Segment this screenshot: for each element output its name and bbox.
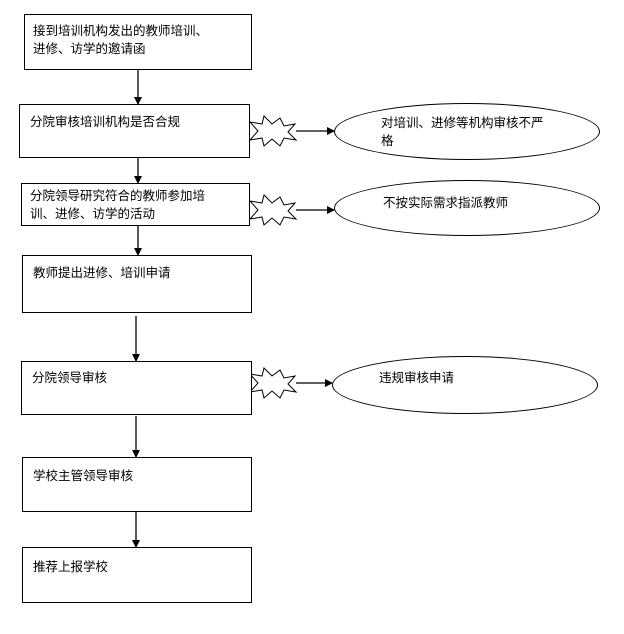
step-box-6: 学校主管领导审核 xyxy=(22,457,252,512)
step-label: 接到培训机构发出的教师培训、 进修、访学的邀请函 xyxy=(33,23,209,56)
risk-burst-icon xyxy=(248,194,298,226)
step-label: 学校主管领导审核 xyxy=(33,468,134,483)
step-box-1: 接到培训机构发出的教师培训、 进修、访学的邀请函 xyxy=(24,14,252,70)
step-box-4: 教师提出进修、培训申请 xyxy=(22,255,252,313)
step-box-2: 分院审核培训机构是否合规 xyxy=(19,104,250,158)
step-label: 分院领导审核 xyxy=(32,370,108,385)
step-label: 推荐上报学校 xyxy=(33,559,109,574)
risk-label: 违规审核申请 xyxy=(379,370,455,385)
risk-label: 不按实际需求指派教师 xyxy=(383,195,509,210)
step-box-7: 推荐上报学校 xyxy=(22,547,252,603)
risk-oval-1: 对培训、进修等机构审核不严 格 xyxy=(334,103,600,160)
step-label: 分院领导研究符合的教师参加培 训、进修、访学的活动 xyxy=(30,188,206,221)
risk-oval-3: 违规审核申请 xyxy=(332,356,598,414)
risk-burst-icon xyxy=(248,115,298,147)
step-box-5: 分院领导审核 xyxy=(21,361,252,415)
risk-connector-3 xyxy=(248,367,333,399)
risk-connector-1 xyxy=(248,115,335,147)
risk-connector-2 xyxy=(248,194,335,226)
step-box-3: 分院领导研究符合的教师参加培 训、进修、访学的活动 xyxy=(21,183,250,226)
risk-oval-2: 不按实际需求指派教师 xyxy=(334,180,600,236)
step-label: 分院审核培训机构是否合规 xyxy=(30,114,181,129)
risk-burst-icon xyxy=(248,367,298,399)
step-label: 教师提出进修、培训申请 xyxy=(33,265,171,280)
risk-label: 对培训、进修等机构审核不严 格 xyxy=(381,115,544,148)
